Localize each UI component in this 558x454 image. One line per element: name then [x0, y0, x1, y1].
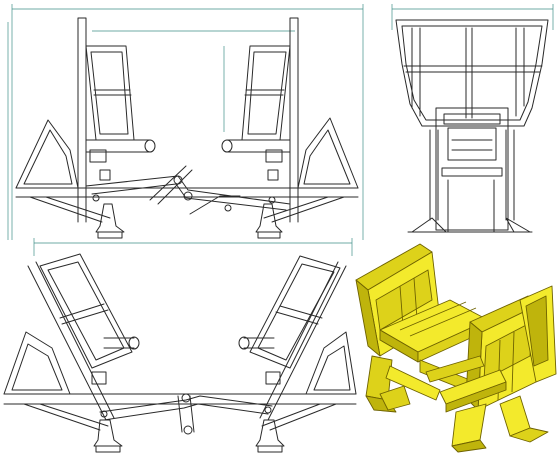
isometric-render: [355, 243, 557, 453]
folded-view: [3, 238, 357, 453]
side-view: [391, 4, 554, 233]
front-view: [7, 4, 364, 240]
